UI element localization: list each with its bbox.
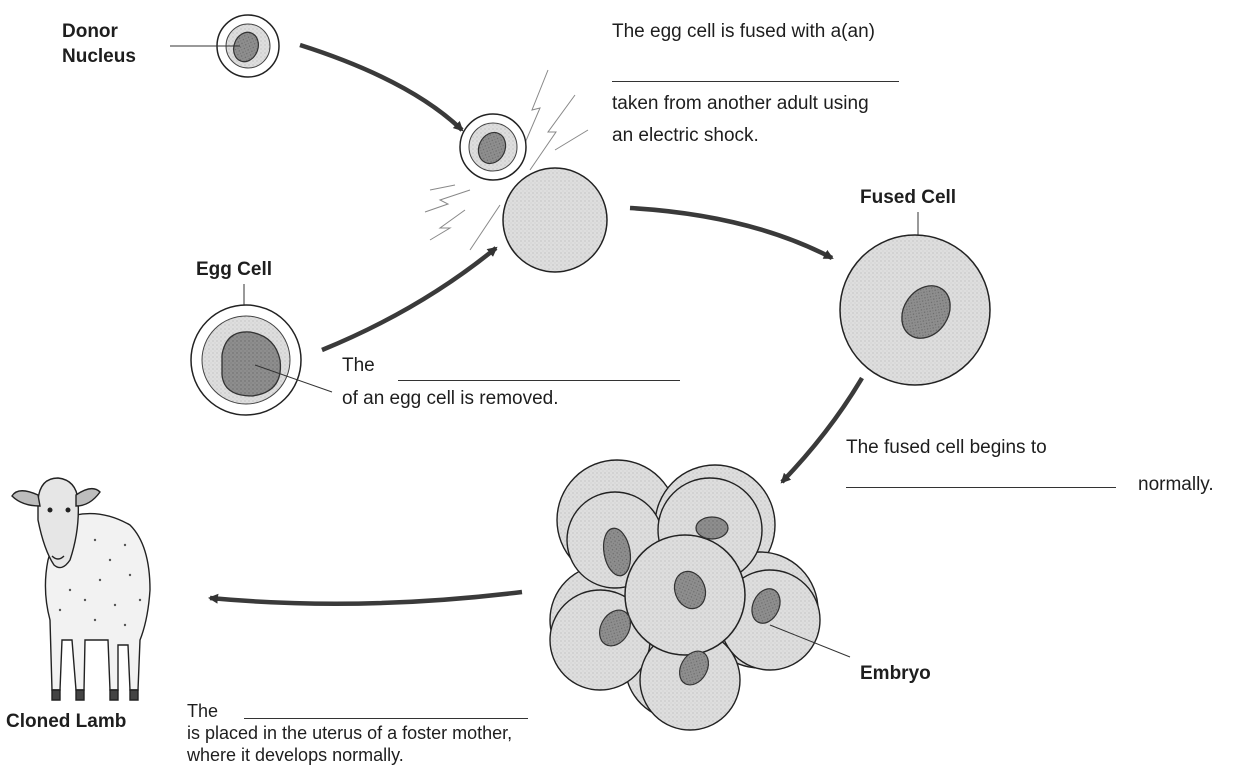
implant-caption-prefix: The xyxy=(187,700,218,722)
arrow-donor-to-fusion xyxy=(300,45,462,130)
donor-nucleus-label-line2: Nucleus xyxy=(62,45,136,69)
fused-cell xyxy=(840,212,990,385)
removal-answer-blank[interactable] xyxy=(398,380,680,381)
fusion-caption-line2: taken from another adult using xyxy=(612,92,869,116)
embryo xyxy=(550,460,850,730)
removal-caption-line2: of an egg cell is removed. xyxy=(342,387,559,411)
divide-caption-suffix: normally. xyxy=(1138,473,1214,497)
implant-answer-blank[interactable] xyxy=(244,718,528,719)
cloned-lamb-label: Cloned Lamb xyxy=(6,710,126,734)
fusion-caption-line3: an electric shock. xyxy=(612,124,759,148)
arrow-fusion-to-fused xyxy=(630,208,832,258)
embryo-label: Embryo xyxy=(860,662,931,686)
implant-caption-line2: is placed in the uterus of a foster moth… xyxy=(187,722,512,744)
arrow-egg-to-fusion xyxy=(322,248,496,350)
lamb-drawing xyxy=(12,478,150,700)
divide-caption-line1: The fused cell begins to xyxy=(846,436,1047,460)
arrow-fused-to-embryo xyxy=(782,378,862,482)
donor-nucleus-cell xyxy=(170,15,279,77)
divide-answer-blank[interactable] xyxy=(846,487,1116,488)
removal-caption-prefix: The xyxy=(342,354,375,378)
fusion-answer-blank[interactable] xyxy=(612,81,899,82)
fusion-cells xyxy=(425,70,607,272)
egg-cell xyxy=(191,284,332,415)
egg-cell-label: Egg Cell xyxy=(196,258,272,282)
fusion-caption-line1: The egg cell is fused with a(an) xyxy=(612,20,875,44)
implant-caption-line3-visible: where it develops normally. xyxy=(187,744,404,766)
arrow-embryo-to-lamb xyxy=(210,592,522,604)
donor-nucleus-label-line1: Donor xyxy=(62,20,118,44)
fused-cell-label: Fused Cell xyxy=(860,186,956,210)
